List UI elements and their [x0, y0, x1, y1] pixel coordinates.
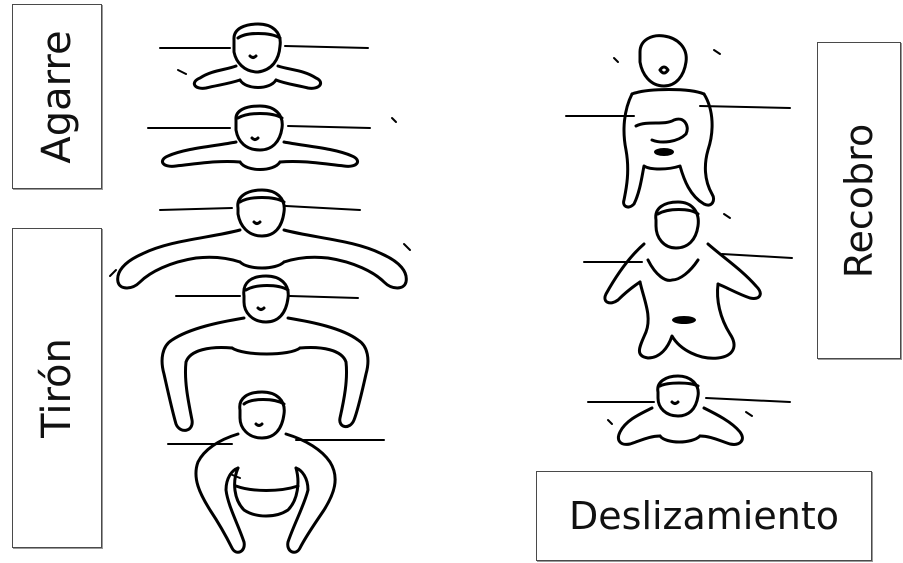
swimmer-figure-recobro-2 — [584, 202, 792, 358]
swimmer-figure-agarre-2 — [148, 106, 396, 170]
swimmer-figure-deslizamiento — [588, 376, 790, 444]
swimmer-figure-tiron-1 — [110, 190, 410, 288]
swimmer-figure-agarre-1 — [160, 24, 368, 88]
swimmer-figure-tiron-3 — [168, 392, 384, 552]
swimmer-figure-tiron-2 — [162, 276, 368, 430]
swimmer-figure-recobro-1 — [566, 36, 790, 207]
